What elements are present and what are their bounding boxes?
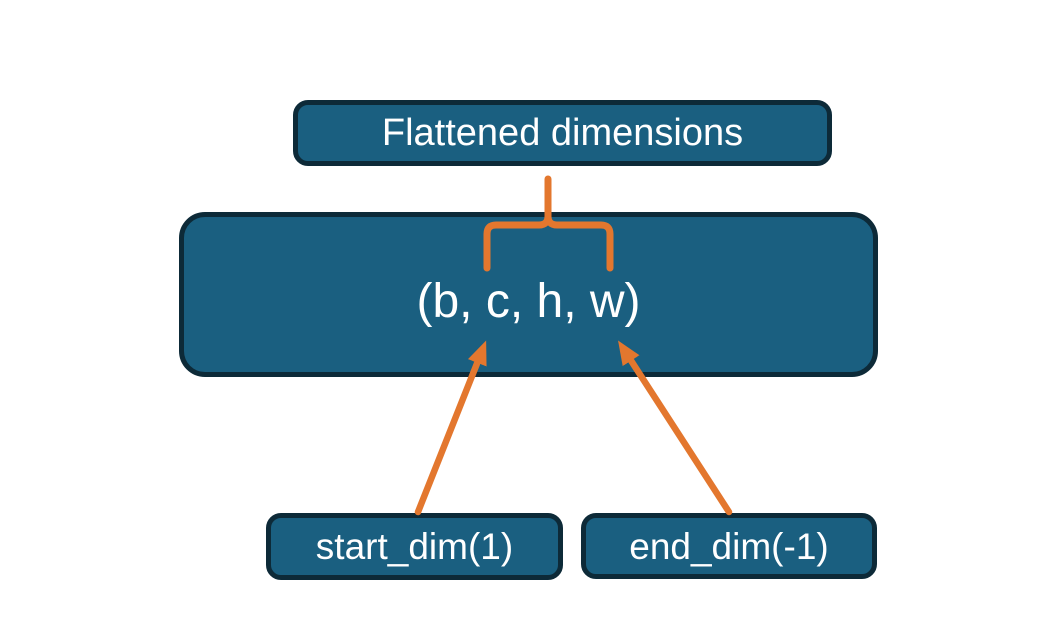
tensor-shape-label: (b, c, h, w) — [416, 274, 641, 328]
flattened-dimensions-label: Flattened dimensions — [381, 112, 744, 154]
end-dim-arrow — [618, 340, 733, 516]
start-dim-box: start_dim(1) — [266, 513, 563, 580]
end-dim-label: end_dim(-1) — [629, 525, 829, 567]
start-dim-arrow — [414, 340, 487, 516]
tensor-shape-box: (b, c, h, w) — [179, 212, 878, 377]
flattened-dimensions-box: Flattened dimensions — [293, 100, 832, 166]
start-dim-label: start_dim(1) — [315, 526, 514, 567]
end-dim-box: end_dim(-1) — [581, 513, 877, 579]
